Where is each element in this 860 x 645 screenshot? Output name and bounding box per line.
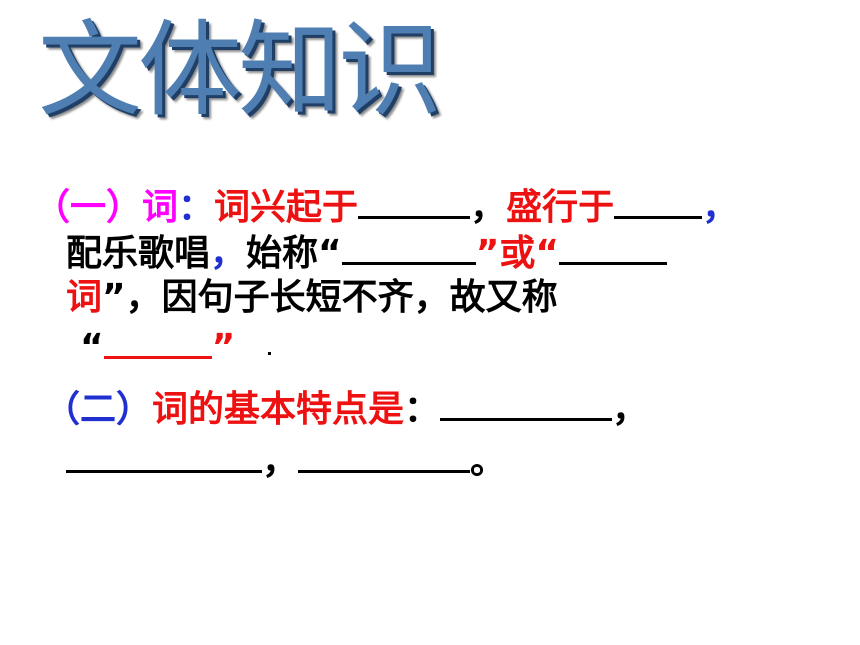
blank-second-name[interactable]: [559, 232, 668, 265]
section1-line4-close: ”: [211, 327, 236, 368]
section1-line2: 配乐歌唱，始称“ ”或“: [66, 232, 668, 274]
section1-marker: （一）: [34, 187, 143, 228]
section2-end: 。: [470, 441, 507, 482]
section2-comma2: ，: [262, 441, 299, 482]
blank-feature1[interactable]: [440, 388, 613, 421]
blank-first-name[interactable]: [341, 232, 476, 265]
blank-peak-era[interactable]: [614, 186, 703, 219]
blank-feature3[interactable]: [298, 440, 471, 473]
section2-colon: ：: [404, 389, 441, 430]
section1-line2-quote-close: ”或“: [475, 233, 560, 274]
section1-line4: “”: [80, 326, 235, 366]
section1-colon: ：: [178, 187, 215, 228]
section2-marker: （二）: [44, 389, 153, 430]
blank-feature2[interactable]: [66, 440, 262, 473]
section2-line1: （二）词的基本特点是： ，: [44, 388, 648, 428]
section1-head: 词: [142, 187, 179, 228]
section1-line3-text: ”，因句子长短不齐，故又称: [102, 277, 558, 318]
section1-line2-comma: ，: [210, 233, 247, 274]
blank-third-name[interactable]: [103, 326, 212, 359]
page-title: 文体知识: [38, 9, 442, 131]
section1-comma1: ，: [470, 187, 507, 228]
stray-dot: [268, 352, 271, 355]
section2-comma1: ，: [612, 389, 649, 430]
section1-part1: 词兴起于: [214, 187, 359, 228]
section1-comma2: ，: [702, 187, 739, 228]
section1-line3-ci: 词: [66, 277, 103, 318]
section1-line4-open: “: [80, 327, 104, 368]
section1-line2-text2: 始称“: [246, 233, 342, 274]
section1-part2: 盛行于: [506, 187, 615, 228]
blank-origin-era[interactable]: [358, 186, 471, 219]
section1-line3: 词”，因句子长短不齐，故又称: [66, 280, 558, 316]
section2-head: 词的基本特点是: [152, 389, 405, 430]
section1-line1: （一）词：词兴起于，盛行于，: [34, 186, 738, 226]
section2-line2: ，。: [66, 440, 506, 480]
section1-line2-text: 配乐歌唱: [66, 233, 211, 274]
